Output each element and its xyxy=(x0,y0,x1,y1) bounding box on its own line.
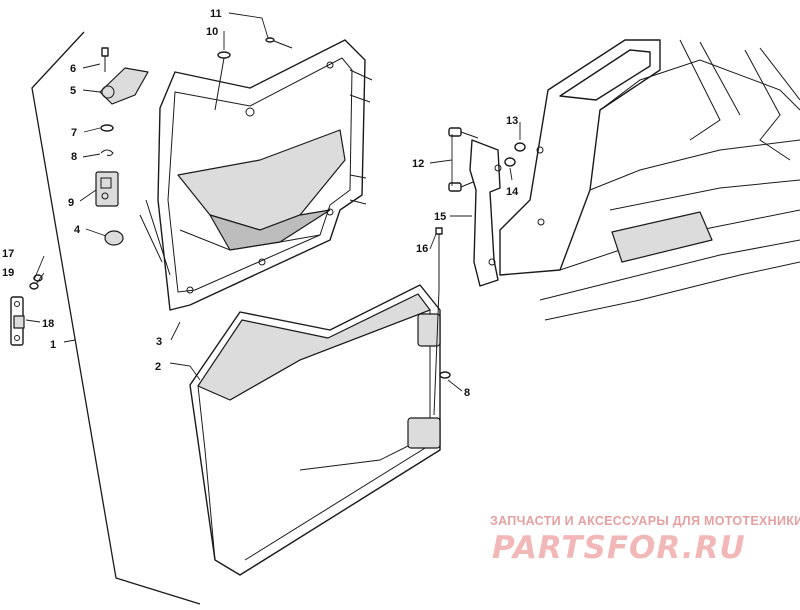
screw-11 xyxy=(265,37,293,49)
callout-12: 12 xyxy=(412,158,424,170)
washer-7 xyxy=(100,124,114,132)
vehicle-frame xyxy=(499,39,800,321)
callout-4: 4 xyxy=(74,224,81,236)
callout-19: 19 xyxy=(2,267,14,279)
screws-17-19 xyxy=(29,274,43,290)
callout-17: 17 xyxy=(2,248,14,260)
clip-8-lower xyxy=(439,371,451,379)
callout-8-upper: 8 xyxy=(71,151,77,163)
nut-14 xyxy=(504,157,516,167)
leader-lines xyxy=(25,12,521,392)
callout-8-lower: 8 xyxy=(464,387,470,399)
screw-10 xyxy=(214,51,231,111)
callout-1: 1 xyxy=(50,339,56,351)
callout-3: 3 xyxy=(156,336,162,348)
hinge-bracket-15 xyxy=(469,139,502,287)
door-panel-2 xyxy=(189,284,441,576)
callout-16: 16 xyxy=(416,243,428,255)
callout-2: 2 xyxy=(155,361,161,373)
callout-13: 13 xyxy=(506,115,518,127)
latch-rod xyxy=(139,199,171,276)
watermark-logo: PARTSFOR.RU xyxy=(492,530,746,566)
callout-5: 5 xyxy=(70,85,76,97)
latch-9 xyxy=(95,171,119,207)
callout-10: 10 xyxy=(206,26,218,38)
grommet-4 xyxy=(104,230,124,246)
callout-9: 9 xyxy=(68,197,74,209)
callout-7: 7 xyxy=(71,127,77,139)
clip-8 xyxy=(100,149,114,157)
callout-14: 14 xyxy=(506,186,519,198)
callout-6: 6 xyxy=(70,63,76,75)
bolt-6 xyxy=(101,47,109,72)
nut-13 xyxy=(514,142,526,152)
callout-18: 18 xyxy=(42,318,54,330)
door-panel-3 xyxy=(157,39,373,311)
striker-plate-18 xyxy=(10,296,25,346)
assembly-frame-outline xyxy=(31,31,201,605)
hinge-pin-16 xyxy=(433,227,443,416)
door-handle-5 xyxy=(99,67,149,105)
callout-11: 11 xyxy=(210,8,222,20)
watermark-caption: ЗАПЧАСТИ И АКСЕССУАРЫ ДЛЯ МОТОТЕХНИКИ xyxy=(490,514,800,528)
callout-15: 15 xyxy=(434,211,446,223)
